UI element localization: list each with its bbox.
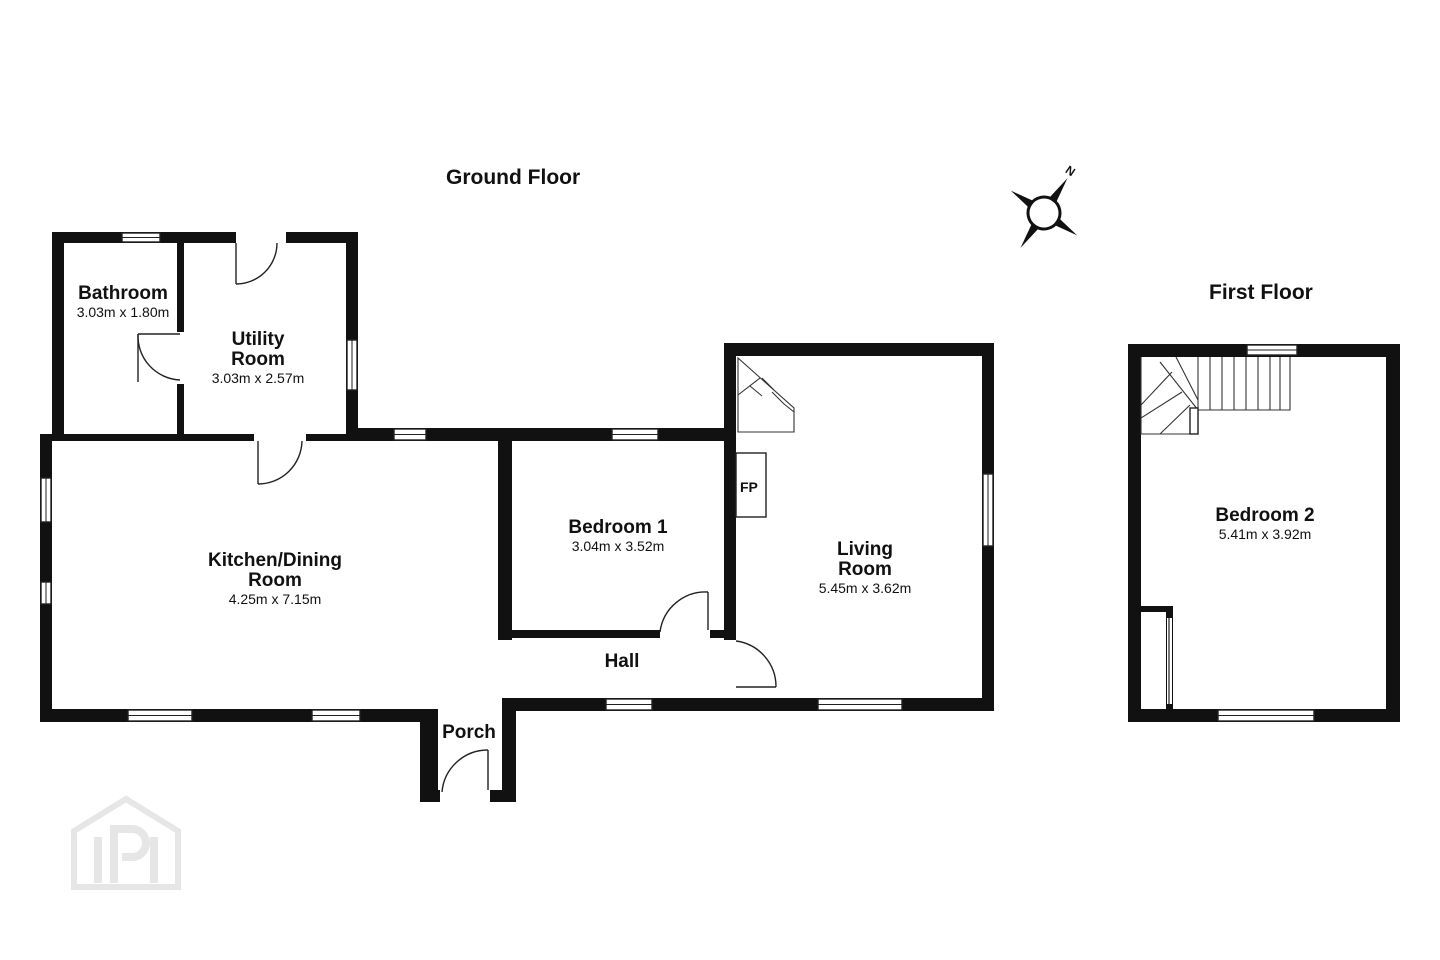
compass-rose-icon <box>1010 178 1078 248</box>
room-label-living: Living Room 5.45m x 3.62m <box>800 540 930 596</box>
wall-east-utility <box>346 232 358 440</box>
first-floor-title: First Floor <box>1209 281 1313 304</box>
wall-living-west <box>724 343 736 641</box>
windows <box>40 232 994 722</box>
opening-bath-utility <box>175 332 186 384</box>
door-bedroom1 <box>659 591 709 633</box>
wall-south-hall-living <box>502 698 994 711</box>
room-label-porch: Porch <box>436 723 502 743</box>
fireplace-text: FP <box>740 479 758 495</box>
door-utility-kitchen <box>257 440 303 485</box>
door-porch <box>441 749 489 793</box>
wall-west-bathroom <box>52 232 64 440</box>
house-p-logo-icon <box>71 795 181 890</box>
opening-porch-front <box>440 788 490 804</box>
door-living <box>735 640 777 688</box>
doors <box>137 242 777 793</box>
wall-kitchen-bedroom1 <box>498 434 512 640</box>
opening-utility-kitchen <box>254 432 306 443</box>
room-name: Utility Room <box>231 329 285 370</box>
room-name: Bedroom 2 <box>1215 505 1315 526</box>
room-name: Living Room <box>837 539 893 580</box>
stair-newel <box>1189 407 1199 435</box>
room-dimensions: 5.41m x 3.92m <box>1218 525 1312 542</box>
wall-west-bedroom2 <box>1128 344 1141 722</box>
wall-north-bath-utility <box>52 232 358 243</box>
room-name: Porch <box>442 722 496 743</box>
wall-porch-east <box>502 698 516 802</box>
room-label-kitchen: Kitchen/Dining Room 4.25m x 7.15m <box>190 551 360 607</box>
room-label-bedroom1: Bedroom 1 3.04m x 3.52m <box>548 518 688 554</box>
wall-east-bedroom2 <box>1386 344 1400 722</box>
room-label-bedroom2: Bedroom 2 5.41m x 3.92m <box>1195 506 1335 542</box>
door-bathroom <box>137 333 181 382</box>
first-floor-walls <box>1128 344 1400 722</box>
room-dimensions: 3.03m x 2.57m <box>211 369 305 386</box>
wall-porch-west <box>420 709 438 802</box>
room-dimensions: 4.25m x 7.15m <box>228 590 322 607</box>
room-name: Bathroom <box>78 283 168 304</box>
wall-north-living <box>724 343 994 356</box>
room-dimensions: 3.04m x 3.52m <box>571 537 665 554</box>
opening-hall-living <box>722 640 738 698</box>
door-openings <box>175 230 738 804</box>
room-dimensions: 5.45m x 3.62m <box>818 579 912 596</box>
room-name: Hall <box>604 651 640 672</box>
wall-wardrobe-top <box>1141 606 1173 612</box>
room-label-hall: Hall <box>592 652 652 672</box>
door-utility-external <box>235 242 278 285</box>
stairs-ground <box>737 356 795 433</box>
room-label-utility: Utility Room 3.03m x 2.57m <box>198 330 318 386</box>
wall-south-bedroom1 <box>506 630 736 638</box>
room-name: Kitchen/Dining Room <box>207 550 343 591</box>
wall-utility-kitchen <box>52 434 358 441</box>
fireplace-box <box>735 452 767 518</box>
opening-bedroom1-hall <box>660 628 710 640</box>
opening-utility-north <box>236 230 286 245</box>
ground-floor-title: Ground Floor <box>446 166 581 189</box>
room-name: Bedroom 1 <box>568 517 668 538</box>
room-label-bathroom: Bathroom 3.03m x 1.80m <box>64 284 182 320</box>
wall-south-kitchen <box>40 709 438 722</box>
room-dimensions: 3.03m x 1.80m <box>76 303 170 320</box>
wall-west-kitchen <box>40 434 52 722</box>
stairs-first <box>1140 356 1291 435</box>
